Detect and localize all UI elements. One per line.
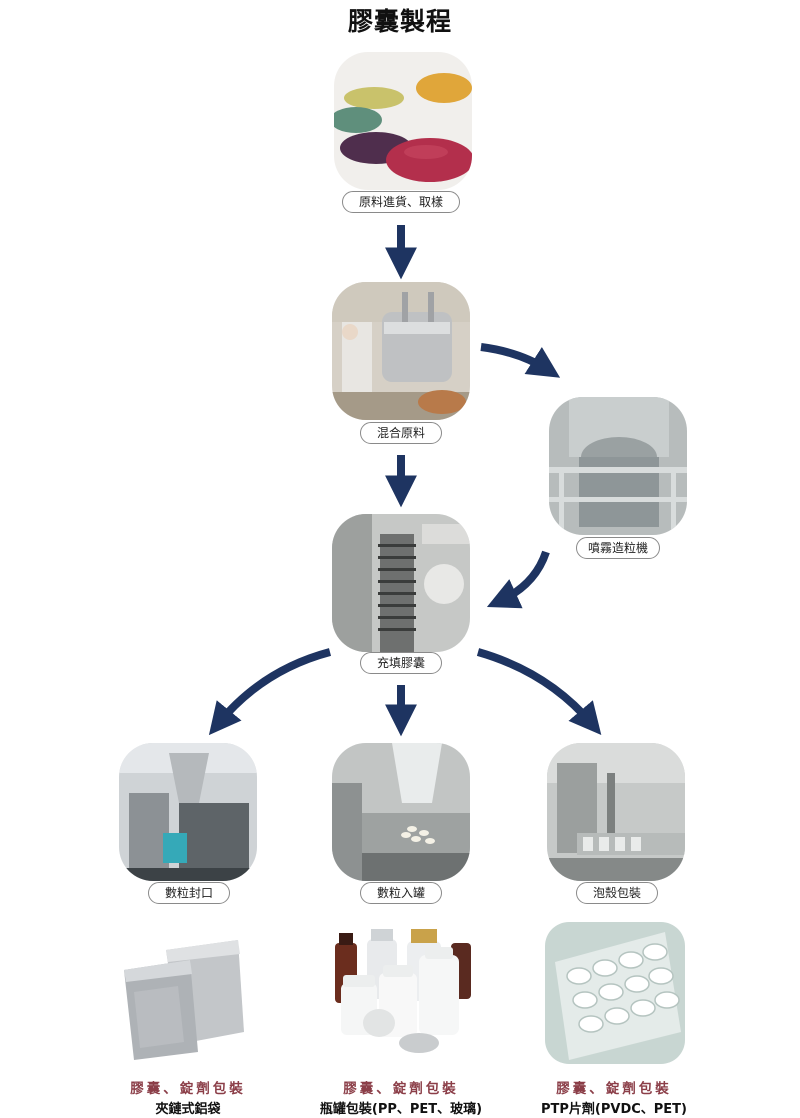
bottles-image [333, 925, 473, 1061]
packaging-category-2: 膠囊、錠劑包裝 [343, 1081, 459, 1097]
arrow-fill-to-seal [208, 648, 332, 736]
arrow-mix-to-spray [480, 343, 561, 378]
arrow-fill-to-blister [476, 648, 602, 735]
ptp-blister-image [545, 922, 685, 1064]
step-label-capsule-filling: 充填膠囊 [360, 652, 442, 674]
packaging-category-1: 膠囊、錠劑包裝 [130, 1081, 246, 1097]
count-seal-photo [119, 743, 257, 881]
capsule-filling-photo [332, 514, 470, 652]
count-bottle-photo [332, 743, 470, 881]
page-title: 膠囊製程 [347, 7, 452, 36]
step-label-blister: 泡殼包裝 [576, 882, 658, 904]
packaging-category-3: 膠囊、錠劑包裝 [556, 1081, 672, 1097]
step-label-count-bottle: 數粒入罐 [360, 882, 442, 904]
packaging-name-1: 夾鏈式鋁袋 [155, 1102, 221, 1117]
arrow-spray-to-fill [486, 550, 550, 609]
mixing-photo [332, 282, 470, 420]
packaging-name-3: PTP片劑(PVDC、PET) [540, 1102, 687, 1117]
step-label-count-seal: 數粒封口 [148, 882, 230, 904]
raw-material-photo [334, 52, 472, 190]
step-label-mixing: 混合原料 [360, 422, 442, 444]
step-label-raw-material: 原料進貨、取樣 [342, 191, 460, 213]
packaging-name-2: 瓶罐包裝(PP、PET、玻璃) [319, 1102, 483, 1117]
aluminum-bag-image [118, 932, 258, 1060]
step-label-spray-granulation: 噴霧造粒機 [576, 537, 660, 559]
blister-photo [547, 743, 685, 881]
spray-granulation-photo [549, 397, 687, 535]
